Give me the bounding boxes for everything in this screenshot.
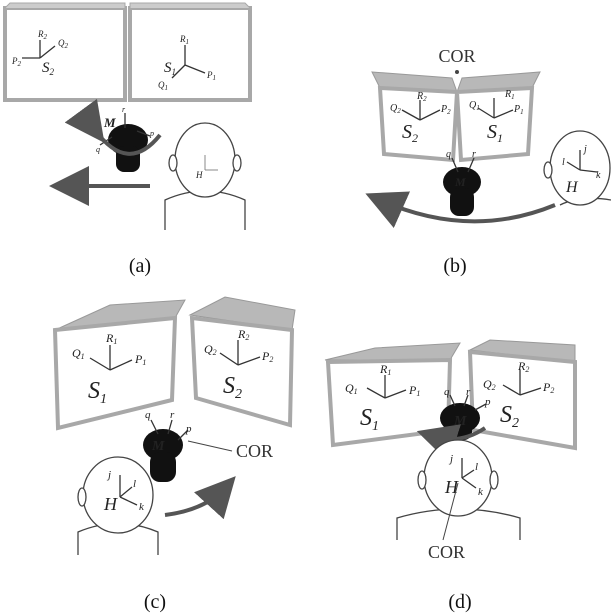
screen-s2-a: R2 P2 Q2 S2 [3, 2, 127, 102]
svg-text:l: l [475, 461, 478, 473]
svg-text:Q2: Q2 [390, 103, 401, 115]
human-b: j k l H [365, 130, 611, 229]
human-d: j k l H COR [396, 439, 521, 562]
svg-text:S1: S1 [164, 60, 176, 77]
svg-text:p: p [484, 396, 491, 408]
svg-text:P2: P2 [11, 56, 22, 68]
svg-text:P1: P1 [513, 104, 524, 116]
robot-c: q r p M COR [143, 409, 273, 482]
svg-text:R1: R1 [379, 362, 391, 377]
screen-s2-c: R2 P2 Q2 S2 [188, 296, 296, 428]
svg-text:R1: R1 [179, 34, 189, 46]
svg-text:R2: R2 [37, 29, 48, 41]
svg-text:q: q [446, 149, 451, 160]
human-c: j k l H [77, 456, 236, 555]
screen-s2-b: R2 P2 Q2 S2 [371, 71, 460, 163]
svg-text:M: M [453, 414, 467, 429]
svg-text:M: M [454, 175, 466, 189]
caption-d: (d) [448, 591, 471, 613]
cor-label-d: COR [428, 542, 465, 562]
svg-text:S1: S1 [88, 378, 107, 407]
svg-text:k: k [478, 486, 484, 498]
svg-text:S1: S1 [360, 405, 379, 434]
svg-text:r: r [170, 409, 175, 421]
svg-text:l: l [133, 478, 136, 490]
svg-text:H: H [195, 170, 203, 180]
panel-c: R1 P1 Q1 S1 R2 P2 Q2 S2 q r p M [52, 296, 296, 613]
svg-text:r: r [466, 386, 471, 398]
svg-text:Q1: Q1 [72, 346, 85, 361]
svg-text:S2: S2 [500, 402, 519, 431]
svg-text:P1: P1 [408, 383, 420, 398]
svg-text:P1: P1 [206, 70, 216, 82]
cor-label-c: COR [236, 441, 273, 461]
svg-text:Q1: Q1 [345, 381, 358, 396]
svg-text:P2: P2 [440, 104, 451, 116]
svg-text:R2: R2 [237, 327, 249, 342]
svg-text:l: l [562, 157, 565, 168]
robot-b: q r M [443, 149, 481, 216]
svg-text:k: k [596, 170, 601, 181]
svg-text:j: j [106, 469, 111, 481]
panel-b: COR R2 P2 Q2 S2 R1 P1 Q1 S1 [365, 46, 611, 277]
svg-text:Q2: Q2 [58, 38, 69, 50]
robot-a: r p q M [64, 98, 162, 172]
svg-text:S2: S2 [223, 373, 242, 402]
svg-text:H: H [565, 179, 579, 196]
svg-text:q: q [444, 386, 450, 398]
svg-text:P2: P2 [261, 349, 273, 364]
svg-text:H: H [103, 494, 118, 514]
svg-text:j: j [448, 453, 453, 465]
caption-b: (b) [443, 255, 466, 277]
svg-text:q: q [96, 145, 100, 154]
svg-text:Q1: Q1 [469, 100, 480, 112]
caption-a: (a) [129, 255, 151, 277]
svg-text:r: r [472, 149, 476, 160]
svg-text:k: k [139, 501, 145, 513]
svg-text:p: p [149, 129, 154, 138]
svg-text:Q2: Q2 [204, 342, 217, 357]
svg-text:Q1: Q1 [158, 80, 168, 92]
panel-d: R1 P1 Q1 S1 R2 P2 Q2 S2 q r p M [324, 339, 577, 613]
screen-s1-d: R1 P1 Q1 S1 [324, 342, 461, 448]
svg-text:M: M [151, 439, 165, 454]
svg-text:j: j [582, 144, 587, 155]
svg-text:P2: P2 [542, 380, 554, 395]
panel-a: R2 P2 Q2 S2 R1 P1 Q1 S1 r p q M [3, 2, 252, 277]
screen-s2-d: R2 P2 Q2 S2 [467, 339, 577, 451]
caption-c: (c) [144, 591, 166, 613]
svg-text:R2: R2 [416, 91, 427, 103]
svg-text:S2: S2 [42, 60, 55, 77]
svg-text:P1: P1 [134, 352, 146, 367]
svg-text:q: q [145, 409, 151, 421]
human-a: H [49, 122, 246, 230]
svg-text:S2: S2 [402, 121, 418, 145]
svg-text:R2: R2 [517, 359, 529, 374]
screen-s1-c: R1 P1 Q1 S1 [52, 299, 186, 431]
svg-text:R1: R1 [504, 89, 515, 101]
screen-s1-b: R1 P1 Q1 S1 [454, 71, 541, 163]
svg-text:p: p [185, 423, 192, 435]
svg-text:S1: S1 [487, 121, 503, 145]
screen-s1-a: R1 P1 Q1 S1 [128, 2, 252, 102]
robot-d: q r p M [416, 386, 491, 463]
svg-text:Q2: Q2 [483, 377, 496, 392]
svg-text:R1: R1 [105, 331, 117, 346]
cor-label-b: COR [438, 46, 475, 66]
svg-text:M: M [103, 115, 116, 130]
svg-text:r: r [122, 105, 126, 114]
